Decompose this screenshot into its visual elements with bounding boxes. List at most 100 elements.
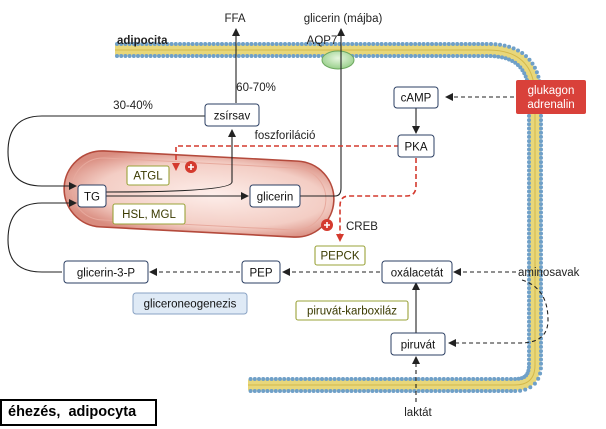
- phospholipid-head: [274, 54, 279, 58]
- phospholipid-head: [527, 139, 531, 144]
- phospholipid-head: [539, 315, 543, 320]
- phospholipid-head: [450, 377, 455, 381]
- phospholipid-head: [539, 265, 543, 270]
- phospholipid-head: [144, 54, 149, 58]
- phospholipid-head: [421, 54, 426, 58]
- phospholipid-head: [527, 218, 531, 223]
- phospholipid-head: [199, 42, 203, 46]
- phospholipid-head: [215, 54, 220, 58]
- phospholipid-head: [409, 42, 413, 46]
- plus-sign-pepck: [321, 219, 333, 231]
- piruvat-box: piruvát: [390, 332, 446, 356]
- phospholipid-head: [513, 377, 518, 381]
- pep-label: PEP: [249, 268, 272, 280]
- phospholipid-head: [527, 336, 531, 341]
- phospholipid-head: [527, 113, 531, 118]
- phospholipid-head: [451, 42, 455, 46]
- phospholipid-head: [539, 227, 543, 232]
- phospholipid-head: [538, 366, 543, 371]
- phospholipid-head: [539, 340, 543, 345]
- phospholipid-head: [194, 42, 199, 46]
- phospholipid-head: [303, 377, 308, 381]
- phospholipid-head: [527, 273, 531, 278]
- phospholipid-head: [349, 377, 354, 381]
- phospholipid-head: [178, 42, 182, 46]
- phospholipid-head: [527, 176, 531, 181]
- phospholipid-head: [488, 377, 492, 381]
- phospholipid-head: [287, 54, 292, 58]
- phospholipid-head: [527, 118, 531, 123]
- tg-label: TG: [84, 192, 100, 204]
- phospholipid-head: [295, 54, 300, 58]
- phospholipid-head: [290, 377, 295, 381]
- phospholipid-head: [362, 389, 366, 393]
- phospholipid-head: [539, 344, 543, 349]
- phospholipid-head: [252, 377, 257, 381]
- gliceroneogenezis-box: gliceroneogenezis: [132, 292, 248, 315]
- camp-box: cAMP: [393, 86, 439, 109]
- phospholipid-head: [303, 389, 308, 393]
- phospholipid-head: [131, 42, 136, 46]
- phospholipid-head: [269, 389, 274, 393]
- oxalacetat-label: oxálacetát: [391, 268, 444, 280]
- phospholipid-head: [518, 65, 523, 70]
- lactate-label: laktát: [404, 407, 432, 419]
- phospholipid-head: [467, 42, 472, 46]
- phospholipid-head: [295, 42, 300, 46]
- phospholipid-head: [307, 389, 312, 393]
- phospholipid-head: [169, 42, 174, 46]
- phospholipid-head: [262, 42, 266, 46]
- phospholipid-head: [123, 42, 128, 46]
- phospholipid-head: [539, 286, 543, 291]
- phospholipid-head: [182, 54, 187, 58]
- phospholipid-head: [479, 389, 484, 393]
- phospholipid-head: [332, 377, 337, 381]
- phospholipid-head: [207, 54, 212, 58]
- phospholipid-head: [346, 42, 350, 46]
- phospholipid-head: [299, 54, 304, 58]
- phospholipid-head: [509, 389, 513, 393]
- phospholipid-head: [152, 54, 157, 58]
- phospholipid-head: [438, 42, 443, 46]
- glycerol-liver-label: glicerin (májba): [304, 13, 383, 25]
- phospholipid-head: [454, 377, 459, 381]
- hsl-mgl-label: HSL, MGL: [122, 209, 176, 221]
- phospholipid-head: [165, 54, 170, 58]
- phospholipid-head: [500, 389, 505, 393]
- phospholipid-head: [539, 143, 543, 148]
- phospholipid-head: [539, 361, 543, 366]
- phospholipid-head: [527, 168, 531, 173]
- phospholipid-head: [527, 151, 531, 156]
- pep-box: PEP: [241, 260, 281, 284]
- phospholipid-head: [316, 42, 321, 46]
- phospholipid-head: [492, 54, 497, 59]
- phospholipid-head: [455, 42, 460, 46]
- phospholipid-head: [458, 377, 463, 381]
- phospholipid-head: [527, 298, 531, 303]
- phospholipid-head: [294, 389, 299, 393]
- phospholipid-head: [311, 389, 316, 393]
- phospholipid-head: [294, 377, 299, 381]
- phospholipid-head: [527, 319, 531, 324]
- phospholipid-head: [409, 54, 413, 58]
- phospholipid-head: [178, 54, 182, 58]
- phospholipid-head: [190, 54, 195, 58]
- phospholipid-head: [498, 42, 502, 47]
- phospholipid-head: [253, 54, 258, 58]
- phospholipid-head: [144, 42, 149, 46]
- phospholipid-head: [358, 42, 363, 46]
- phospholipid-head: [513, 389, 518, 393]
- phospholipid-head: [539, 323, 543, 328]
- phospholipid-head: [539, 252, 543, 257]
- phospholipid-head: [286, 389, 291, 393]
- phospholipid-head: [249, 54, 254, 58]
- phospholipid-head: [532, 381, 537, 386]
- phospholipid-head: [489, 42, 493, 46]
- phospholipid-head: [539, 298, 543, 303]
- phospholipid-head: [520, 68, 525, 73]
- phospholipid-head: [539, 122, 543, 127]
- phospholipid-head: [527, 223, 531, 228]
- phospholipid-head: [362, 42, 367, 46]
- phospholipid-head: [527, 210, 531, 215]
